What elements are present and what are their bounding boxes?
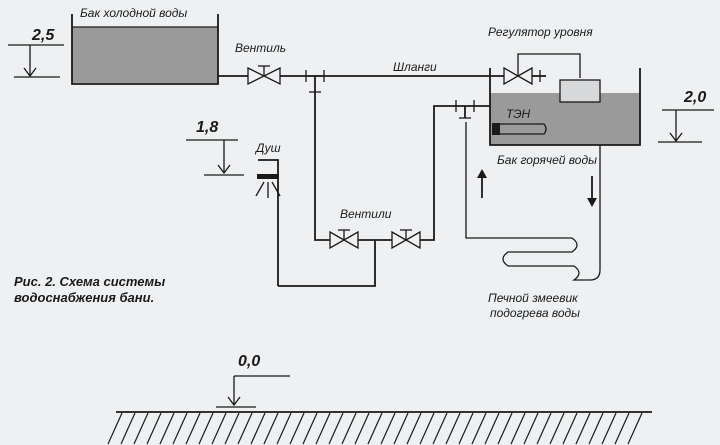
cold-tank-level-value: 2,5 — [31, 27, 55, 44]
level-mark-floor — [216, 375, 290, 408]
shower-level-value: 1,8 — [196, 119, 218, 136]
hatch-line — [510, 412, 526, 445]
hatch-line — [445, 412, 461, 445]
hatch-line — [562, 412, 578, 445]
return-riser-pipe — [420, 105, 490, 241]
lower-valve-left — [329, 229, 359, 250]
cold-tank-walls — [71, 14, 219, 85]
hatch-line — [601, 412, 617, 445]
hot-tank-level-value: 2,0 — [683, 89, 706, 106]
hatch-line — [185, 412, 201, 445]
cold-tank-water — [72, 27, 218, 83]
hatch-line — [380, 412, 396, 445]
main-valve-label: Вентиль — [235, 41, 286, 55]
stove-coil-pipe — [465, 122, 601, 281]
heater-label: ТЭН — [506, 107, 531, 121]
flow-arrow-down — [587, 176, 597, 207]
hatch-line — [107, 412, 123, 445]
hatch-line — [120, 412, 136, 445]
shower-supply-pipe — [278, 240, 376, 287]
hatch-line — [276, 412, 292, 445]
hot-tank-inlet-fitting — [455, 100, 475, 119]
hatch-line — [471, 412, 487, 445]
hatch-line — [341, 412, 357, 445]
hatch-line — [419, 412, 435, 445]
caption-line1: Рис. 2. Схема системы — [14, 274, 165, 289]
hatch-line — [263, 412, 279, 445]
hoses-label: Шланги — [393, 60, 437, 74]
shower-label: Душ — [254, 141, 281, 155]
caption-line2: водоснабжения бани. — [14, 290, 154, 305]
hatch-line — [575, 412, 591, 445]
hatch-line — [237, 412, 253, 445]
lower-valves-label: Вентили — [340, 207, 392, 221]
hatch-line — [250, 412, 266, 445]
hatch-line — [536, 412, 552, 445]
hatch-line — [198, 412, 214, 445]
level-regulator-label: Регулятор уровня — [488, 25, 593, 39]
hatch-line — [523, 412, 539, 445]
hatch-line — [549, 412, 565, 445]
hatch-line — [497, 412, 513, 445]
hatch-line — [458, 412, 474, 445]
flow-arrow-up — [477, 169, 487, 198]
coil-label-line1: Печной змеевик — [488, 291, 579, 305]
hatch-line — [393, 412, 409, 445]
hatch-line — [484, 412, 500, 445]
heating-element — [492, 123, 547, 135]
lower-valve-right — [391, 229, 421, 250]
branch-pipe-down — [314, 92, 330, 241]
hatch-line — [172, 412, 188, 445]
hatch-line — [328, 412, 344, 445]
hatch-line — [406, 412, 422, 445]
tee-fitting — [305, 70, 325, 93]
hatch-line — [614, 412, 630, 445]
cold-tank-label: Бак холодной воды — [80, 6, 187, 20]
ground-hatching — [107, 411, 652, 445]
hatch-line — [224, 412, 240, 445]
hatch-line — [302, 412, 318, 445]
hatch-line — [627, 412, 643, 445]
level-regulator — [498, 53, 601, 103]
level-mark-cold-tank — [8, 44, 64, 78]
hatch-line — [367, 412, 383, 445]
hatch-line — [432, 412, 448, 445]
hatch-line — [211, 412, 227, 445]
coil-label-line2: подогрева воды — [490, 306, 580, 320]
main-valve — [247, 65, 281, 86]
hatch-line — [159, 412, 175, 445]
hot-tank-label: Бак горячей воды — [497, 153, 597, 167]
hatch-line — [146, 412, 162, 445]
hatch-line — [354, 412, 370, 445]
floor-level-value: 0,0 — [238, 353, 260, 370]
cold-water-tank — [71, 14, 219, 85]
hatch-line — [315, 412, 331, 445]
shower-head — [255, 159, 281, 286]
level-mark-shower — [186, 139, 244, 176]
hatch-line — [289, 412, 305, 445]
hatch-line — [588, 412, 604, 445]
level-mark-hot-tank — [658, 109, 714, 143]
hatch-line — [133, 412, 149, 445]
